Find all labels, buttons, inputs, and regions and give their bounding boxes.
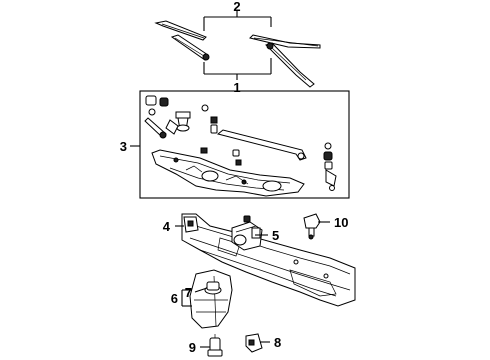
callout-2-leader [203,11,272,31]
linkage-frame [151,149,305,197]
callout-6: 6 [171,291,178,306]
part-7-filler-cap [204,281,222,295]
wiper-arm-left [170,34,210,61]
cowl-panel [181,213,356,307]
wiper-arm-right [265,42,315,88]
part-9-washer-pump [207,334,223,357]
part-5-wiper-motor [231,215,263,251]
callout-2: 2 [233,0,240,14]
wiper-blade-right [249,34,321,49]
callout-9: 9 [189,340,196,355]
callout-7: 7 [185,285,192,300]
part-10-connector [303,213,321,240]
linkage-box [139,90,350,199]
callout-4: 4 [163,219,171,234]
callout-6-leader [181,289,192,307]
pivot-hardware-left [144,95,218,139]
callout-8: 8 [274,335,281,350]
callout-5: 5 [272,228,279,243]
part-6-washer-reservoir [189,269,233,329]
link-rod [216,129,307,161]
callout-3: 3 [120,139,127,154]
callout-7-leader [194,287,208,293]
part-4-bracket [183,216,199,233]
callout-1: 1 [233,80,240,95]
part-8-fitting [245,333,263,353]
callout-1-leader [203,58,272,80]
callout-10: 10 [334,215,348,230]
wiper-blade-left [154,20,207,41]
pivot-hardware-right [323,142,337,191]
